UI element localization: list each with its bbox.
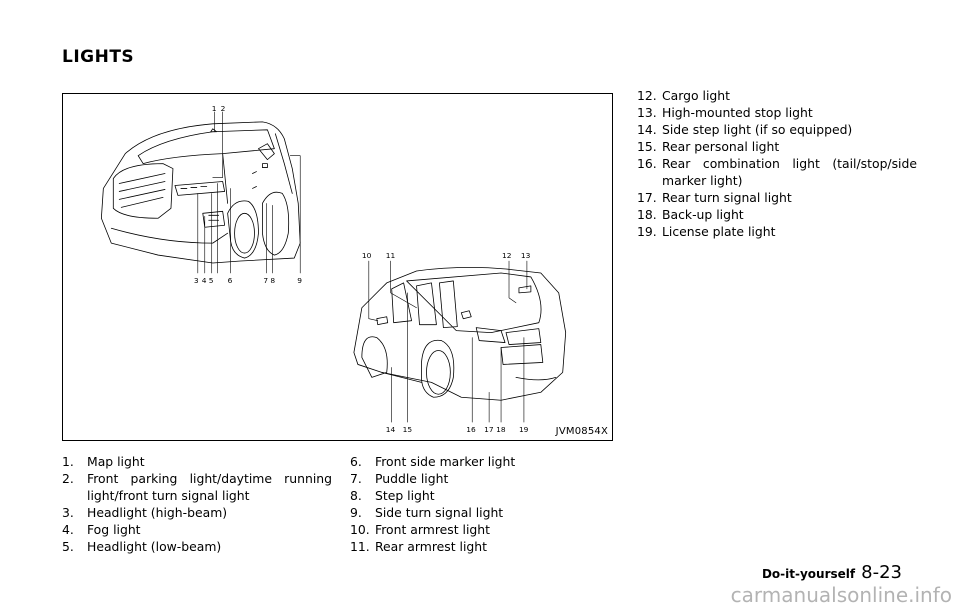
list-item: 1. Map light (62, 453, 332, 470)
callout-15: 15 (403, 425, 413, 434)
list-item-text: Headlight (low-beam) (87, 539, 222, 554)
lights-list-column-1: 1. Map light 2. Front parking light/daytim… (62, 453, 332, 555)
callout-6: 6 (228, 276, 233, 285)
list-item: 6. Front side marker light (350, 453, 620, 470)
list-item-number: 1. (62, 454, 74, 469)
list-item: 5. Headlight (low-beam) (62, 538, 332, 555)
list-item-number: 15. (637, 139, 657, 154)
list-item-text: High-mounted stop light (662, 105, 813, 120)
callout-4: 4 (202, 276, 207, 285)
site-watermark: carmanualsonline.info (730, 583, 952, 607)
callout-10: 10 (362, 251, 372, 260)
list-item-number: 12. (637, 88, 657, 103)
list-item-text: Back-up light (662, 207, 744, 222)
list-item: 11. Rear armrest light (350, 538, 620, 555)
list-item-text: Front parking light/daytime running ligh… (87, 471, 332, 503)
list-item-text: Rear armrest light (375, 539, 487, 554)
list-item: 18. Back-up light (637, 206, 917, 223)
list-item-number: 9. (350, 505, 362, 520)
lights-list-column-3: 12. Cargo light 13. High-mounted stop ligh… (637, 87, 917, 240)
list-item-text: Map light (87, 454, 145, 469)
callout-18: 18 (496, 425, 506, 434)
list-item-text: Headlight (high-beam) (87, 505, 228, 520)
list-item-text: Fog light (87, 522, 141, 537)
list-item: 14. Side step light (if so equipped) (637, 121, 917, 138)
callout-7: 7 (263, 276, 268, 285)
callout-19: 19 (519, 425, 529, 434)
list-item: 17. Rear turn signal light (637, 189, 917, 206)
vehicle-illustration: 1 2 3 4 5 6 7 8 9 (100, 104, 567, 434)
list-item-number: 16. (637, 156, 657, 171)
list-item-text: License plate light (662, 224, 776, 239)
list-item-number: 3. (62, 505, 74, 520)
list-item-number: 10. (350, 522, 370, 537)
list-item-number: 17. (637, 190, 657, 205)
list-item: 13. High-mounted stop light (637, 104, 917, 121)
list-item-number: 6. (350, 454, 362, 469)
callout-13: 13 (521, 251, 531, 260)
list-item: 16. Rear combination light (tail/stop/sid… (637, 155, 917, 189)
callout-16: 16 (466, 425, 476, 434)
list-item: 15. Rear personal light (637, 138, 917, 155)
rear-callout-lines (368, 260, 528, 423)
callout-11: 11 (386, 251, 396, 260)
callout-8: 8 (270, 276, 275, 285)
list-item-number: 14. (637, 122, 657, 137)
list-item-text: Front armrest light (375, 522, 490, 537)
rear-vehicle-drawing (353, 267, 567, 401)
list-item-text: Rear turn signal light (662, 190, 792, 205)
list-item: 12. Cargo light (637, 87, 917, 104)
lights-list-column-2: 6. Front side marker light 7. Puddle light… (350, 453, 620, 555)
footer-section-name: Do-it-yourself (761, 567, 856, 581)
list-item: 2. Front parking light/daytime running li… (62, 470, 332, 504)
list-item-text: Rear personal light (662, 139, 780, 154)
list-item: 10. Front armrest light (350, 521, 620, 538)
list-item-number: 2. (62, 471, 74, 486)
vehicle-lights-figure: 1 2 3 4 5 6 7 8 9 (62, 93, 613, 441)
list-item: 3. Headlight (high-beam) (62, 504, 332, 521)
front-callout-lines (197, 111, 301, 274)
callout-17: 17 (484, 425, 494, 434)
list-item-number: 7. (350, 471, 362, 486)
front-vehicle-drawing (100, 121, 301, 264)
list-item-number: 19. (637, 224, 657, 239)
callout-12: 12 (502, 251, 511, 260)
list-item-text: Side step light (if so equipped) (662, 122, 853, 137)
list-item-text: Cargo light (662, 88, 730, 103)
list-item-text: Side turn signal light (375, 505, 504, 520)
list-item-text: Step light (375, 488, 435, 503)
callout-9: 9 (297, 276, 302, 285)
list-item: 9. Side turn signal light (350, 504, 620, 521)
list-item-number: 4. (62, 522, 74, 537)
list-item-number: 8. (350, 488, 362, 503)
page-footer: Do-it-yourself 8-23 (762, 562, 902, 583)
section-title: LIGHTS (62, 47, 135, 67)
list-item-text: Rear combination light (tail/stop/side m… (662, 156, 917, 188)
list-item: 7. Puddle light (350, 470, 620, 487)
list-item-number: 5. (62, 539, 74, 554)
callout-5: 5 (209, 276, 214, 285)
callout-1: 1 (212, 104, 217, 113)
figure-code: JVM0854X (555, 426, 608, 437)
page-number: 8-23 (861, 562, 902, 583)
list-item: 8. Step light (350, 487, 620, 504)
list-item-text: Front side marker light (375, 454, 516, 469)
list-item: 4. Fog light (62, 521, 332, 538)
list-item: 19. License plate light (637, 223, 917, 240)
list-item-number: 13. (637, 105, 657, 120)
list-item-number: 18. (637, 207, 657, 222)
list-item-text: Puddle light (375, 471, 449, 486)
list-item-number: 11. (350, 539, 370, 554)
callout-3: 3 (194, 276, 199, 285)
callout-2: 2 (221, 104, 226, 113)
callout-14: 14 (386, 425, 396, 434)
